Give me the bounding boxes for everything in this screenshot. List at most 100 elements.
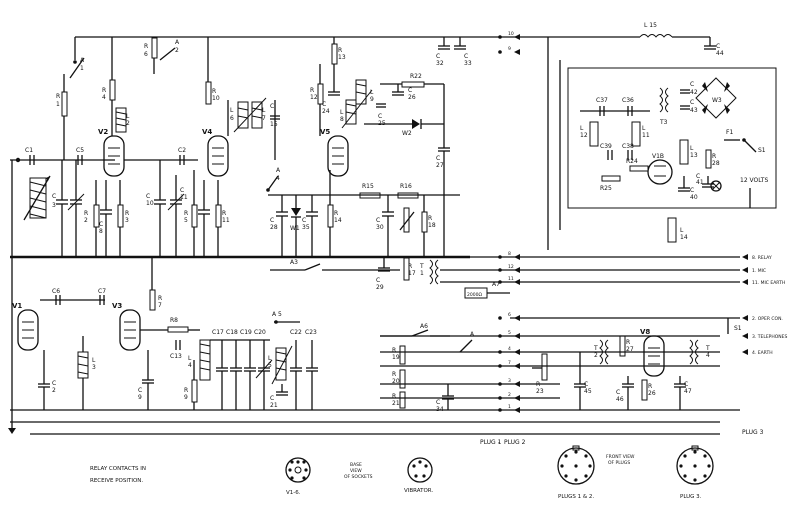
tube-v2: V2 — [98, 128, 125, 177]
tube-v5: V5 — [320, 128, 349, 177]
coil-l11: L11 — [631, 121, 650, 147]
svg-text:12: 12 — [310, 94, 318, 101]
cap-c21: C21 — [270, 384, 288, 409]
cap-c42-c43: C42 C43 — [680, 81, 698, 114]
plug3-header: PLUG 3 — [742, 429, 764, 436]
svg-text:F1: F1 — [726, 129, 733, 136]
svg-text:L: L — [680, 227, 684, 234]
svg-text:R: R — [102, 87, 106, 94]
cap-c12 — [198, 180, 210, 257]
svg-text:5: 5 — [268, 362, 272, 369]
svg-text:11: 11 — [180, 194, 188, 201]
plug-pin-number: 4 — [508, 346, 511, 352]
svg-text:2: 2 — [84, 217, 88, 224]
svg-text:42: 42 — [690, 89, 698, 96]
svg-text:C: C — [52, 380, 56, 387]
plug-pin-arrow — [514, 34, 520, 40]
tube-v3: V3 — [112, 302, 141, 351]
res-r8: R8 — [140, 317, 200, 333]
tube-v8: V8 — [640, 328, 665, 377]
coil-l12: L12 — [580, 121, 599, 147]
svg-text:R: R — [648, 383, 652, 390]
svg-text:C36: C36 — [622, 97, 634, 104]
cap-c24: C24 — [322, 64, 340, 115]
svg-text:C: C — [270, 217, 274, 224]
switch-a1: A1 — [69, 37, 85, 79]
plug2-header: PLUG 2 — [504, 439, 526, 446]
cap-c3-group: C3 — [52, 160, 68, 257]
svg-text:7: 7 — [158, 302, 162, 309]
svg-text:28: 28 — [270, 224, 278, 231]
svg-text:3: 3 — [125, 217, 129, 224]
cap-c45: C45 — [574, 352, 592, 410]
res-r22: R22 — [380, 73, 444, 88]
svg-text:V1B: V1B — [652, 153, 664, 160]
switch-s1-lower: S1 — [727, 318, 742, 334]
svg-text:C: C — [99, 221, 103, 228]
svg-text:4: 4 — [102, 94, 106, 101]
svg-text:1: 1 — [80, 65, 84, 72]
svg-text:R25: R25 — [600, 185, 612, 192]
svg-text:C7: C7 — [98, 288, 106, 295]
res-r7: R7 — [149, 257, 162, 311]
cap-c14-c15: C15 — [227, 100, 280, 160]
plug-pin-number: 11 — [508, 276, 514, 282]
cap-c32-c33: C32 C33 — [436, 37, 472, 67]
svg-text:R: R — [428, 215, 432, 222]
fuse-f1: F1 — [724, 129, 740, 141]
plug-pin-number: 5 — [508, 330, 511, 336]
base-view-caption-3: OF SOCKETS — [344, 474, 373, 480]
plug-pin-arrow — [514, 395, 520, 401]
plug-pin-arrow — [514, 349, 520, 355]
svg-text:A: A — [80, 57, 85, 64]
plug-pin-arrow — [514, 254, 520, 260]
cap-c2-lower: C2 — [38, 350, 56, 410]
res-r10: R10 — [205, 37, 220, 105]
svg-text:41: 41 — [696, 179, 704, 186]
svg-text:V1: V1 — [12, 302, 22, 310]
svg-text:C: C — [696, 173, 700, 180]
svg-text:26: 26 — [648, 390, 656, 397]
plug3-pin-arrow — [742, 267, 748, 273]
plug3-pin-arrow — [742, 315, 748, 321]
svg-text:C37: C37 — [596, 97, 608, 104]
svg-text:7: 7 — [262, 115, 266, 122]
svg-text:2: 2 — [594, 352, 598, 359]
plug-pin-number: 12 — [508, 264, 514, 270]
plug-pin-dot — [498, 382, 502, 386]
svg-text:V4: V4 — [202, 128, 212, 136]
svg-text:V3: V3 — [112, 302, 122, 310]
svg-text:C: C — [322, 101, 326, 108]
cap-c26: C26 — [392, 84, 416, 101]
plug-connections — [380, 256, 740, 399]
svg-text:C: C — [52, 193, 56, 200]
plug-pin-dot — [498, 350, 502, 354]
svg-text:C: C — [270, 395, 274, 402]
svg-text:6: 6 — [230, 115, 234, 122]
plug-pin-arrow — [514, 49, 520, 55]
svg-text:21: 21 — [392, 400, 400, 407]
svg-text:C: C — [684, 381, 688, 388]
transformer-t2: T2 — [593, 339, 609, 365]
svg-text:A: A — [175, 39, 180, 46]
plug-pin-number: 1 — [508, 404, 511, 410]
svg-text:PLUGS 1 & 2.: PLUGS 1 & 2. — [558, 494, 594, 500]
res-r13: R13 — [331, 37, 346, 65]
svg-text:L: L — [188, 355, 192, 362]
plug1-header: PLUG 1 — [480, 439, 502, 446]
coil-l14: L14 — [667, 217, 688, 243]
coil-l5: L5 — [268, 345, 293, 385]
svg-text:R: R — [184, 387, 188, 394]
power-supply-box — [567, 67, 777, 209]
plug3-pin-arrow — [742, 279, 748, 285]
plug3-pin-arrow — [742, 333, 748, 339]
svg-text:T3: T3 — [659, 119, 668, 126]
svg-text:C: C — [302, 217, 306, 224]
svg-text:R15: R15 — [362, 183, 374, 190]
svg-text:R: R — [125, 210, 129, 217]
svg-text:11: 11 — [222, 217, 230, 224]
cap-c9: C9 — [138, 350, 154, 410]
cap-c4-group — [67, 160, 85, 257]
